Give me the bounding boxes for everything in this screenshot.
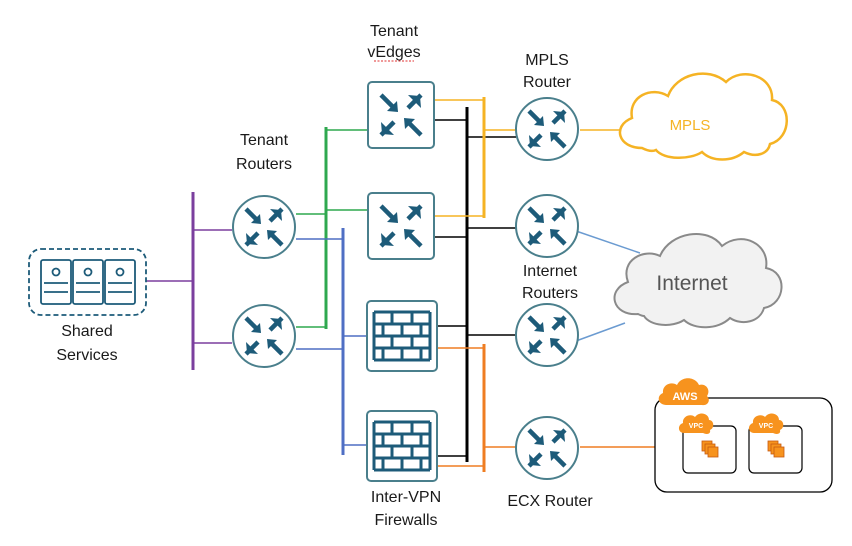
internet-link-router2: [575, 322, 626, 342]
vpc-icon: [748, 413, 784, 434]
firewall-2: [365, 409, 439, 483]
vedge-icon: [368, 193, 434, 259]
mpls-router: [516, 98, 578, 160]
shared-services: [28, 248, 147, 316]
firewall-1: [365, 299, 439, 373]
ecx-router-label: ECX Router: [507, 493, 593, 510]
shared-services-frame: [28, 248, 147, 316]
instances-icon: [701, 440, 719, 458]
internet-router-2: [516, 304, 578, 366]
vpc-2: VPC: [748, 413, 803, 474]
aws-region: AWS VPC VPC: [654, 378, 833, 493]
internet-routers-label-line2: Routers: [522, 285, 578, 302]
firewalls-label-line2: Firewalls: [374, 512, 437, 529]
tenant-vedges-label-line2: vEdges: [367, 44, 420, 61]
labels: Tenant vEdges Tenant Routers MPLS Router…: [56, 23, 593, 529]
tenant-vedge-2: [368, 193, 434, 259]
shared-services-label-line2: Services: [56, 347, 117, 364]
aws-cloud-icon: [658, 378, 709, 406]
tenant-routers-label-line1: Tenant: [240, 132, 289, 149]
router-icon: [233, 305, 295, 367]
router-icon: [516, 195, 578, 257]
tenant-router-2: [233, 305, 295, 367]
router-icon: [516, 304, 578, 366]
router-icon: [516, 417, 578, 479]
tenant-vedges-label-line1: Tenant: [370, 23, 419, 40]
mpls-cloud: MPLS: [618, 72, 788, 161]
tenant-router-1: [233, 196, 295, 258]
internet-routers-label-line1: Internet: [523, 263, 578, 280]
tenant-routers-label-line2: Routers: [236, 156, 292, 173]
mpls-cloud-label: MPLS: [670, 117, 711, 134]
router-icon: [233, 196, 295, 258]
instances-icon: [767, 440, 785, 458]
ecx-router: [516, 417, 578, 479]
vedge-icon: [368, 82, 434, 148]
firewalls-label-line1: Inter-VPN: [371, 489, 441, 506]
router-icon: [516, 98, 578, 160]
internet-router-1: [516, 195, 578, 257]
server-rack-icon: [40, 259, 136, 305]
internet-cloud-label: Internet: [656, 272, 727, 295]
cloud-icon: [618, 72, 788, 161]
connection-lines: [146, 97, 655, 472]
firewall-icon: [365, 409, 439, 483]
mpls-router-label-line1: MPLS: [525, 52, 569, 69]
shared-services-label-line1: Shared: [61, 323, 113, 340]
vpc-icon: [678, 413, 714, 434]
vpc-label: VPC: [759, 423, 773, 430]
firewall-icon: [365, 299, 439, 373]
cloud-icon: [613, 232, 783, 329]
internet-cloud: Internet: [613, 232, 783, 329]
aws-frame: [654, 397, 833, 493]
mpls-router-label-line2: Router: [523, 74, 572, 91]
tenant-vedge-1: [368, 82, 434, 148]
vpc-label: VPC: [689, 423, 703, 430]
internet-link-router1: [575, 230, 641, 254]
aws-badge-label: AWS: [672, 391, 697, 403]
vpc-1: VPC: [678, 413, 737, 474]
